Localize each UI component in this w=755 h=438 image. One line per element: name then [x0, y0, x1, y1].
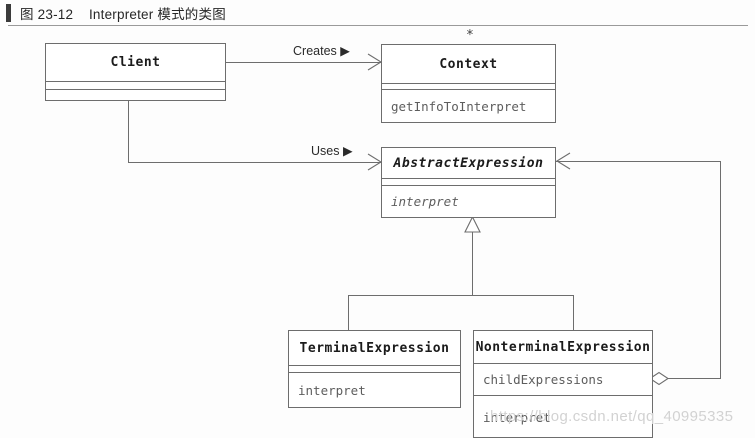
- generalization-trunk-line: [472, 232, 473, 295]
- aggregation-connector-horizontal-lower: [665, 378, 720, 379]
- generalization-branch-nonterminal: [573, 295, 574, 330]
- aggregation-connector-horizontal-upper: [556, 161, 721, 162]
- class-separator: [289, 365, 460, 366]
- class-name-context: Context: [439, 56, 498, 72]
- uses-connector-vertical: [128, 100, 129, 162]
- aggregation-diamond-icon: [649, 371, 669, 386]
- figure-caption-bar: 图 23-12 Interpreter 模式的类图: [0, 0, 755, 26]
- uses-connector-horizontal: [128, 162, 381, 163]
- caption-marker: [6, 4, 11, 22]
- class-box-client[interactable]: Client: [45, 43, 226, 101]
- class-name-abstract-expression: AbstractExpression: [393, 155, 544, 171]
- class-attributes-client: [46, 82, 225, 89]
- generalization-triangle-icon: [464, 215, 481, 233]
- class-operation-interpret-terminal: interpret: [298, 382, 366, 398]
- uses-label: Uses ▶: [311, 144, 353, 158]
- class-separator: [474, 395, 652, 396]
- generalization-branch-terminal: [348, 295, 349, 330]
- class-name-client: Client: [110, 55, 161, 70]
- generalization-branch-bar: [348, 295, 573, 296]
- creates-connector-line: [225, 62, 381, 63]
- class-name-nonterminal-expression: NonterminalExpression: [475, 339, 651, 355]
- class-box-nonterminal-expression[interactable]: NonterminalExpression childExpressions i…: [473, 330, 653, 438]
- caption-divider: [8, 25, 748, 26]
- class-separator: [382, 89, 555, 90]
- class-separator: [474, 363, 652, 364]
- class-separator: [46, 81, 225, 82]
- class-operation-get-info-to-interpret: getInfoToInterpret: [391, 99, 527, 114]
- class-operation-interpret-nonterminal: interpret: [483, 409, 551, 425]
- class-name-terminal-expression: TerminalExpression: [299, 340, 450, 356]
- class-box-terminal-expression[interactable]: TerminalExpression interpret: [288, 330, 461, 408]
- class-box-context[interactable]: Context getInfoToInterpret: [381, 44, 556, 123]
- class-separator: [46, 89, 225, 90]
- class-separator: [382, 83, 555, 84]
- class-attribute-child-expressions: childExpressions: [483, 372, 604, 387]
- creates-multiplicity: *: [466, 28, 474, 43]
- creates-label: Creates ▶: [293, 44, 350, 58]
- class-operation-interpret-abstract: interpret: [391, 194, 459, 209]
- aggregation-arrowhead-icon: [555, 152, 571, 170]
- class-box-abstract-expression[interactable]: AbstractExpression interpret: [381, 147, 556, 218]
- class-separator: [382, 178, 555, 179]
- aggregation-connector-vertical: [720, 161, 721, 379]
- class-separator: [289, 372, 460, 373]
- class-separator: [382, 185, 555, 186]
- class-operations-client: [46, 90, 225, 101]
- figure-caption-text: 图 23-12 Interpreter 模式的类图: [20, 7, 226, 22]
